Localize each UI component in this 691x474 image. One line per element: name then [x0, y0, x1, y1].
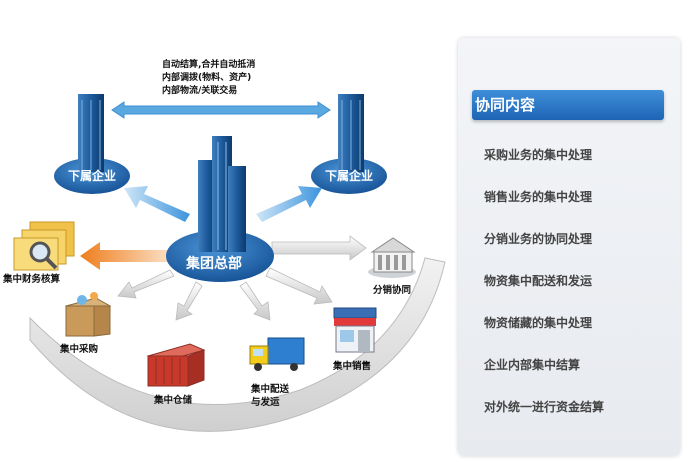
- subsidiary-left-disc: [54, 158, 130, 194]
- list-item: 分销业务的协同处理: [484, 232, 593, 246]
- distribution-label: 分销协同: [373, 284, 411, 296]
- building-icon: [198, 160, 216, 252]
- headquarters-disc: [166, 230, 274, 282]
- sales-label: 集中销售: [332, 360, 371, 372]
- annotation-line-3: 内部物流/关联交易: [162, 84, 237, 96]
- delivery-label-line-2: 与发运: [251, 396, 280, 408]
- arrow-to-distribution: [271, 235, 367, 261]
- list-item: 物资集中配送和发运: [484, 274, 593, 288]
- distribution-node: 分销协同: [368, 237, 416, 296]
- store-icon: [333, 307, 377, 319]
- headquarters: 集团总部: [166, 136, 274, 282]
- list-item: 企业内部集中结算: [484, 358, 581, 372]
- procurement-node: 集中采购: [59, 292, 112, 355]
- delivery-label-line-1: 集中配送: [250, 383, 290, 395]
- container-icon: [147, 355, 189, 387]
- finance-node: 集中财务核算: [2, 221, 75, 285]
- collaboration-panel: 协同内容 采购业务的集中处理 销售业务的集中处理 分销业务的协同处理 物资集中配…: [458, 38, 680, 456]
- arrow-to-sales: [265, 267, 333, 305]
- arrow-to-left-subsidiary: [124, 186, 190, 222]
- subsidiary-link-arrow: [111, 101, 331, 119]
- annotation-line-2: 内部调拨(物料、资产): [162, 71, 251, 83]
- delivery-node: 集中配送 与发运: [249, 337, 305, 408]
- arrow-to-warehouse: [175, 281, 203, 321]
- warehouse-node: 集中仓储: [146, 343, 206, 406]
- annotation-line-1: 自动结算,合并自动抵消: [162, 58, 255, 70]
- headquarters-label: 集团总部: [185, 255, 242, 272]
- arrow-to-finance: [80, 242, 170, 270]
- warehouse-label: 集中仓储: [153, 394, 193, 406]
- subsidiary-right-label: 下属企业: [325, 168, 373, 183]
- sales-node: 集中销售: [332, 307, 377, 372]
- box-icon: [65, 305, 95, 337]
- arrow-to-procurement: [117, 269, 175, 299]
- subsidiary-right: 下属企业: [311, 94, 387, 194]
- truck-icon: [267, 337, 305, 365]
- magnifier-icon: [29, 241, 51, 263]
- subsidiary-left: 下属企业: [54, 94, 130, 194]
- arrow-to-delivery: [239, 281, 271, 321]
- bank-icon: [370, 237, 416, 253]
- list-item: 采购业务的集中处理: [484, 148, 593, 162]
- list-item: 销售业务的集中处理: [484, 190, 593, 204]
- curved-track: [29, 257, 446, 432]
- subsidiary-left-label: 下属企业: [68, 168, 116, 183]
- finance-label: 集中财务核算: [2, 273, 61, 285]
- panel-title: 协同内容: [472, 90, 664, 120]
- collaboration-list: 采购业务的集中处理 销售业务的集中处理 分销业务的协同处理 物资集中配送和发运 …: [484, 146, 604, 440]
- list-item: 物资储藏的集中处理: [484, 316, 593, 330]
- list-item: 对外统一进行资金结算: [484, 400, 605, 414]
- subsidiary-right-disc: [311, 158, 387, 194]
- arrow-to-right-subsidiary: [256, 186, 322, 222]
- procurement-label: 集中采购: [59, 343, 99, 355]
